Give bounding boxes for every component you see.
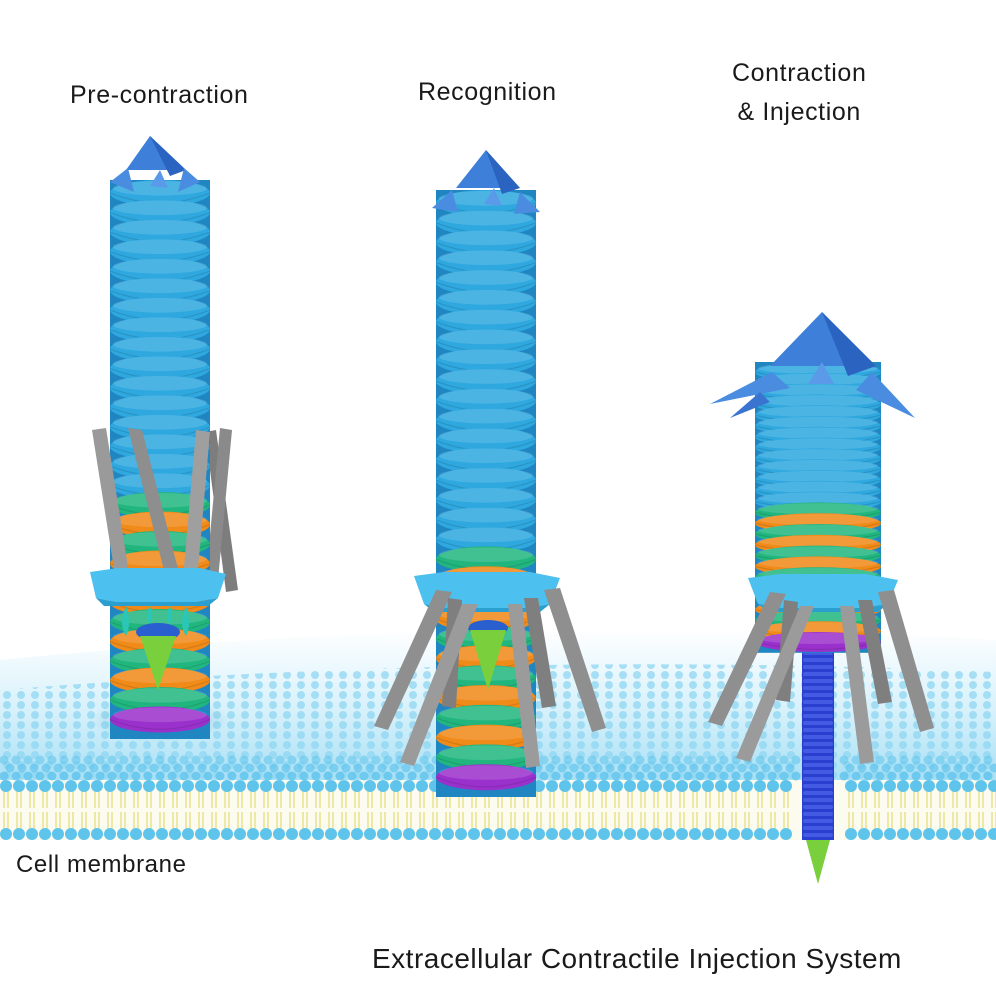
sheath-ring bbox=[436, 427, 536, 454]
sheath-ring bbox=[110, 258, 210, 284]
sheath-ring bbox=[436, 526, 536, 553]
sheath-ring bbox=[110, 453, 210, 479]
sheath-ring bbox=[110, 355, 210, 382]
contraction-tail-fibers bbox=[708, 590, 934, 764]
pre-spike bbox=[140, 636, 176, 690]
sheath-ring bbox=[110, 472, 210, 499]
contraction-baseplate bbox=[748, 574, 898, 608]
sheath-ring bbox=[110, 706, 210, 733]
contraction-spike bbox=[806, 840, 830, 884]
sheath-ring bbox=[110, 199, 210, 226]
sheath-ring bbox=[436, 269, 536, 296]
label-pre-contraction: Pre-contraction bbox=[70, 81, 249, 109]
sheath-ring bbox=[110, 219, 210, 245]
sheath-ring bbox=[110, 394, 210, 421]
recognition-spike bbox=[470, 630, 506, 690]
contraction-structure bbox=[708, 312, 934, 884]
pre-tail-fibers-front bbox=[92, 428, 210, 594]
sheath-ring bbox=[110, 375, 210, 401]
label-contraction-line2: & Injection bbox=[737, 97, 861, 126]
contraction-tip-cap bbox=[710, 312, 915, 418]
sheath-ring bbox=[110, 277, 210, 304]
pre-baseplate-drips bbox=[122, 606, 189, 636]
pre-baseplate bbox=[90, 568, 226, 602]
sheath-ring bbox=[436, 209, 536, 236]
sheath-ring bbox=[436, 467, 536, 494]
recognition-tip-cap bbox=[432, 150, 540, 214]
sheath-ring bbox=[110, 238, 210, 265]
sheath-ring bbox=[436, 487, 536, 513]
label-recognition: Recognition bbox=[418, 78, 557, 106]
sheath-ring bbox=[110, 316, 210, 343]
sheath-ring bbox=[436, 308, 536, 335]
recognition-tail-fibers bbox=[374, 588, 606, 768]
sheath-ring bbox=[436, 407, 536, 434]
label-contraction-line1: Contraction bbox=[732, 59, 867, 87]
label-cell-membrane: Cell membrane bbox=[16, 851, 187, 878]
sheath-ring bbox=[436, 348, 536, 375]
sheath-ring bbox=[110, 336, 210, 362]
label-contraction-injection: Contraction & Injection bbox=[732, 54, 866, 132]
pre-tail-fibers-back bbox=[205, 428, 238, 592]
sheath-ring bbox=[436, 744, 536, 771]
sheath-ring bbox=[436, 328, 536, 355]
sheath-ring bbox=[436, 685, 536, 711]
sheath-ring bbox=[436, 546, 536, 573]
sheath-ring bbox=[436, 289, 536, 315]
sheath-ring bbox=[436, 229, 536, 256]
sheath-ring bbox=[436, 724, 536, 751]
recognition-structure bbox=[374, 150, 606, 797]
sheath-ring bbox=[110, 687, 210, 713]
pre-contraction-structure bbox=[90, 136, 238, 739]
sheath-ring bbox=[436, 388, 536, 414]
pre-sheath-rings bbox=[109, 180, 211, 739]
figure-title: Extracellular Contractile Injection Syst… bbox=[372, 943, 902, 974]
pre-tip-cap bbox=[110, 136, 200, 192]
sheath-ring bbox=[436, 506, 536, 533]
sheath-ring bbox=[436, 764, 536, 791]
sheath-ring bbox=[436, 368, 536, 395]
bottom-fade bbox=[0, 850, 996, 996]
sheath-ring bbox=[436, 249, 536, 276]
sheath-ring bbox=[436, 447, 536, 474]
sheath-ring bbox=[110, 297, 210, 323]
sheath-ring bbox=[436, 704, 536, 731]
